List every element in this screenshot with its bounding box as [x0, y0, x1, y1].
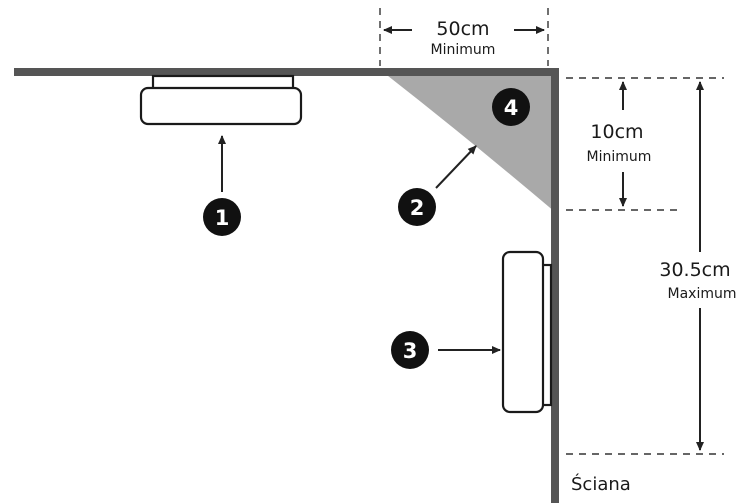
badge-3-number: 3: [403, 339, 418, 363]
badge-2: 2: [398, 188, 436, 226]
badge-1: 1: [203, 198, 241, 236]
badge-4-number: 4: [504, 96, 519, 120]
dimension-side-long-value: 30.5cm: [659, 259, 730, 281]
dimension-top: 50cm Minimum: [379, 8, 549, 66]
ceiling-detector: [139, 74, 303, 126]
badge-4: 4: [492, 88, 530, 126]
dimension-top-qualifier: Minimum: [431, 42, 496, 58]
wall-detector: [501, 250, 553, 414]
wall-line: [551, 68, 559, 503]
dimension-side-long: 30.5cm Maximum: [659, 81, 737, 451]
badge-1-number: 1: [215, 206, 230, 230]
dimension-side-short: 10cm Minimum: [587, 81, 652, 207]
badge-2-number: 2: [410, 196, 425, 220]
ceiling-line: [14, 68, 559, 76]
wall-label: Ściana: [571, 473, 631, 495]
dimension-side-long-qualifier: Maximum: [668, 286, 737, 302]
badge-3: 3: [391, 331, 429, 369]
dimension-side-short-value: 10cm: [590, 121, 643, 143]
arrow-2: [435, 145, 477, 189]
dimension-top-value: 50cm: [436, 18, 489, 40]
dimension-side-short-qualifier: Minimum: [587, 149, 652, 165]
